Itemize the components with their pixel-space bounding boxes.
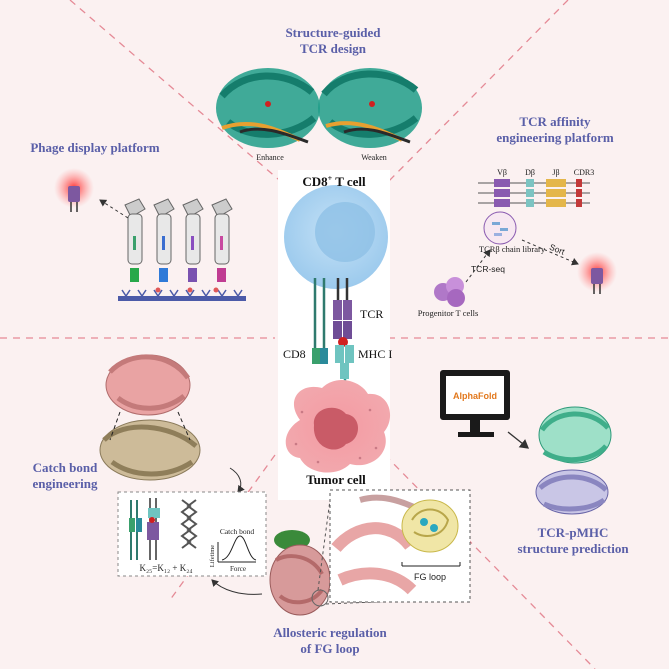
phage-display-title: Phage display platform [30,140,159,155]
divider-top-right [384,0,569,186]
structure-enhance-protein [216,68,320,148]
tcr-pmhc-structure [535,406,612,515]
gene-segment-rows [478,179,590,207]
alphafold-monitor [440,370,530,449]
tcr-seq-label: TCR-seq [471,264,505,274]
catch-bond-title-line2: engineering [33,476,98,491]
segment-jb: Jβ [552,168,559,177]
tumor-cell [285,380,391,473]
enhance-label: Enhance [256,153,284,162]
phage-4 [211,198,233,282]
text-layer: Structure-guided TCR design Enhance Weak… [30,25,629,656]
tcrb-library-label: TCRβ chain library [479,244,546,254]
tcr-complex [312,278,354,398]
phage-3 [182,198,204,282]
cd8-label: CD8 [283,347,306,361]
mhc-label: MHC I [358,347,392,361]
divider-top-left [69,0,286,186]
weaken-label: Weaken [361,153,387,162]
tumor-cell-label: Tumor cell [306,472,366,487]
tcr-label: TCR [360,307,383,321]
cd8-t-cell-label: CD8+ T cell [302,174,366,189]
fg-loop-label: FG loop [414,572,446,582]
structure-guided-title-line1: Structure-guided [285,25,381,40]
divider-bottom-right [384,454,596,669]
tcr-pmhc-title-line2: structure prediction [517,541,629,556]
affinity-title-line1: TCR affinity [519,114,591,129]
progenitor-label: Progenitor T cells [418,308,479,318]
force-label: Force [230,565,246,573]
affinity-illustration [434,179,617,307]
segment-cdr3: CDR3 [574,168,594,177]
affinity-equation: K₂₅=K₁₂ + K₂₄ [140,563,193,573]
alphafold-label: AlphaFold [453,391,497,401]
allosteric-title-line2: of FG loop [300,641,359,656]
tcr-pmhc-title-line1: TCR-pMHC [538,525,609,540]
catch-bond-title-line1: Catch bond [33,460,98,475]
structure-weaken-protein [318,68,422,148]
affinity-title-line2: engineering platform [496,130,614,145]
catch-bond-protein [99,354,245,493]
segment-db: Dβ [525,168,535,177]
structure-guided-title-line2: TCR design [300,41,367,56]
t-cell [284,185,388,289]
phage-display-illustration [54,168,246,301]
catch-bond-panel [117,491,267,577]
allosteric-illustration [211,489,471,616]
phage-1 [124,198,146,282]
catch-bond-curve-label: Catch bond [220,527,255,536]
allosteric-title-line1: Allosteric regulation [273,625,387,640]
lifetime-label: Lifetime [209,545,216,567]
sort-label: Sort [548,242,567,257]
phage-2 [153,198,175,282]
segment-vb: Vβ [497,168,507,177]
